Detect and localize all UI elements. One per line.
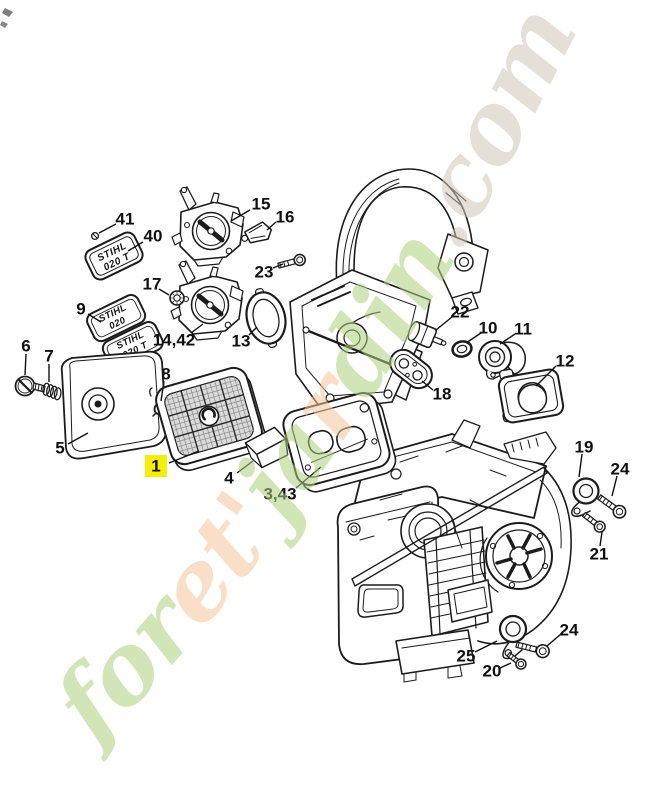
- leader-line-9: [87, 313, 102, 323]
- leader-line-41: [98, 223, 117, 234]
- leader-line-12: [535, 365, 557, 387]
- part-label-10: 10: [479, 319, 498, 338]
- part-label-20: 20: [483, 662, 502, 681]
- leader-line-24: [546, 633, 562, 647]
- screw-24-top: [597, 494, 627, 519]
- part-label-40: 40: [144, 227, 163, 246]
- part-label-5: 5: [55, 439, 64, 458]
- screw-24-bottom: [515, 641, 550, 659]
- cover-plate-12: [497, 368, 565, 424]
- leader-line-20: [499, 662, 512, 669]
- leader-line-23: [272, 263, 284, 269]
- av-mount-25: [498, 614, 528, 660]
- screw-23: [277, 253, 307, 269]
- part-label-18: 18: [433, 385, 452, 404]
- part-label-22: 22: [451, 303, 470, 322]
- carburetor-14-42: [170, 260, 244, 341]
- leader-line-5: [67, 432, 89, 445]
- leader-line-15: [230, 209, 251, 222]
- part-label-4: 4: [224, 469, 234, 488]
- part-label-14,42: 14,42: [153, 331, 196, 350]
- flywheel-spokes: [495, 533, 543, 579]
- part-label-6: 6: [21, 337, 30, 356]
- part-label-15: 15: [252, 195, 271, 214]
- av-mount-19: [570, 477, 600, 518]
- filter-base-3-43: [282, 392, 397, 493]
- leader-line-19: [578, 453, 583, 478]
- part-label-13: 13: [232, 332, 251, 351]
- screw-41: [90, 231, 100, 241]
- part-label-24: 24: [611, 460, 630, 479]
- part-label-25: 25: [457, 647, 476, 666]
- part-label-24: 24: [560, 621, 579, 640]
- spacer-4: [244, 426, 289, 469]
- scan-artifacts: [0, 8, 13, 28]
- leader-line-13: [248, 326, 258, 336]
- plate-18: [389, 348, 433, 390]
- buffer-plug-22: [407, 321, 447, 349]
- leader-line-16: [266, 221, 277, 231]
- engine-crankcase-assembly: [336, 419, 572, 683]
- part-label-3,43: 3,43: [263, 485, 296, 504]
- intake-flange-11: [478, 340, 527, 380]
- part-label-11: 11: [514, 320, 532, 339]
- part-label-41: 41: [116, 210, 135, 229]
- part-number-labels: 41 40 15 16 23 17 9 14,42 13 67 5 8 1 4 3,43 22 10 11 12 18…: [21, 195, 630, 681]
- screw-20: [506, 651, 527, 670]
- leader-line-18: [421, 380, 434, 391]
- part-label-1: 1: [151, 457, 160, 476]
- screw-21: [581, 511, 606, 533]
- leader-line-4: [236, 460, 254, 474]
- leader-line-40: [127, 241, 144, 252]
- leader-line-14,42: [190, 323, 204, 334]
- leader-line-3,43: [295, 466, 322, 489]
- leader-line-6: [24, 353, 27, 376]
- part-label-17: 17: [143, 275, 162, 294]
- gasket-13: [245, 287, 287, 349]
- screw-6: [14, 375, 46, 397]
- nut-17: [169, 290, 185, 306]
- leader-line-10: [465, 332, 482, 344]
- part-label-19: 19: [575, 438, 594, 457]
- leader-line-8: [160, 380, 165, 402]
- spring-7: [42, 382, 62, 401]
- part-label-23: 23: [255, 263, 274, 282]
- ring-10: [451, 340, 473, 358]
- carburetor-box-shroud: [289, 269, 431, 411]
- cylinder-cover-5: [60, 350, 167, 460]
- air-filter-1: [155, 366, 267, 472]
- part-label-9: 9: [76, 300, 85, 319]
- leader-line-25: [474, 640, 498, 653]
- carburetor-15: [171, 186, 245, 267]
- leader-line-24: [611, 475, 618, 497]
- part-label-12: 12: [556, 352, 575, 371]
- leader-line-21: [599, 531, 603, 547]
- part-label-7: 7: [44, 347, 53, 366]
- connector-16: [241, 221, 273, 244]
- leader-line-22: [435, 316, 453, 331]
- leader-line-1: [168, 450, 200, 464]
- part-label-16: 16: [276, 208, 295, 227]
- sticker-40: STIHL 020 T: [84, 231, 144, 281]
- part-label-8: 8: [161, 365, 170, 384]
- leader-line-17: [158, 288, 170, 296]
- leader-line-11: [499, 333, 516, 345]
- highlight-box-1: [145, 455, 167, 477]
- part-label-21: 21: [590, 545, 609, 564]
